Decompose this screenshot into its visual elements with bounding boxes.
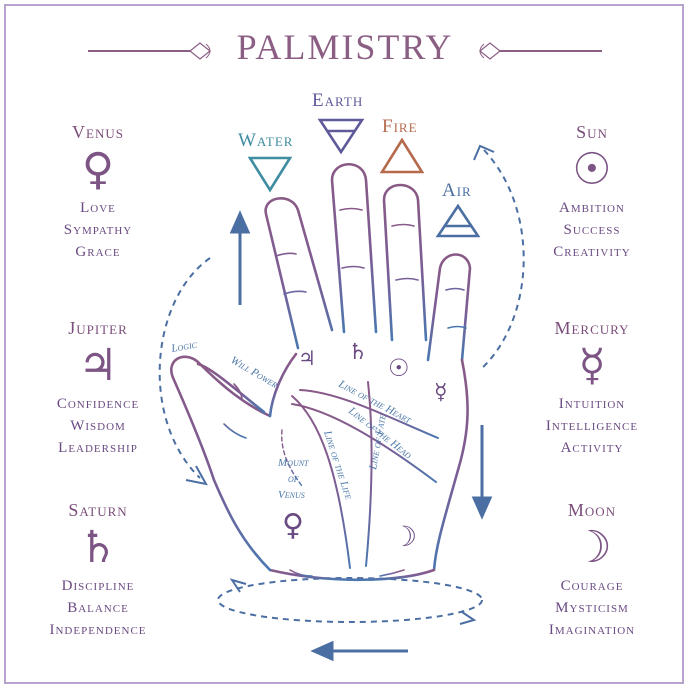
arrowhead-left-bottom-icon xyxy=(185,465,208,486)
earth-triangle-icon xyxy=(317,118,365,155)
mercury-trait-2: Intelligence xyxy=(545,418,639,434)
saturn-trait-2: Balance xyxy=(67,600,129,616)
moon-trait-3: Imagination xyxy=(548,622,636,638)
dashed-circular-arrow-left xyxy=(158,257,211,479)
mercury-name: Mercury xyxy=(554,318,630,338)
title-ornament-left xyxy=(88,42,211,60)
dashed-circular-arrow-right xyxy=(479,149,525,371)
jupiter-trait-3: Leadership xyxy=(58,440,138,456)
border-frame xyxy=(4,4,684,684)
earth-label: Earth xyxy=(312,90,364,111)
moon-mount-icon: ☽ xyxy=(392,520,418,553)
left-arrow-icon xyxy=(310,640,408,662)
mount-of-label: of xyxy=(288,473,299,485)
jupiter-name: Jupiter xyxy=(68,318,128,338)
mercury-trait-1: Intuition xyxy=(558,396,626,412)
mercury-trait-3: Activity xyxy=(560,440,624,456)
hand-outline xyxy=(170,163,472,582)
mercury-mount-icon: ☿ xyxy=(434,380,448,405)
sun-trait-3: Creativity xyxy=(553,244,631,260)
arrowhead-bottom-right-icon xyxy=(459,611,477,625)
up-arrow-icon xyxy=(229,210,251,305)
saturn-mount-icon: ♄ xyxy=(348,340,368,365)
down-arrow-icon xyxy=(471,425,493,520)
fire-triangle-icon xyxy=(379,137,425,174)
sun-name: Sun xyxy=(576,122,608,142)
venus-trait-3: Grace xyxy=(75,244,121,260)
sun-trait-2: Success xyxy=(563,222,621,238)
page-title: PALMISTRY xyxy=(236,27,454,67)
arrowhead-right-top-icon xyxy=(473,144,495,161)
mount-label: Mount xyxy=(277,457,309,469)
moon-trait-1: Courage xyxy=(560,578,624,594)
saturn-trait-3: Independence xyxy=(49,622,147,638)
moon-name: Moon xyxy=(567,500,617,520)
sun-symbol-icon: ☉ xyxy=(572,144,612,195)
logic-label: Logic xyxy=(169,339,198,356)
sun-block: Sun ☉ Ambition Success Creativity xyxy=(512,122,672,263)
jupiter-trait-1: Confidence xyxy=(56,396,140,412)
venus-trait-2: Sympathy xyxy=(63,222,133,238)
mercury-symbol-icon: ☿ xyxy=(578,340,606,391)
venus-name: Venus xyxy=(72,122,124,142)
line-heart-label: Line of the Heart xyxy=(336,378,414,427)
jupiter-block: Jupiter ♃ Confidence Wisdom Leadership xyxy=(18,318,178,459)
moon-block: Moon ☽ Courage Mysticism Imagination xyxy=(512,500,672,641)
jupiter-symbol-icon: ♃ xyxy=(78,340,118,391)
water-label: Water xyxy=(238,130,294,151)
title-ornament-right xyxy=(479,42,602,60)
saturn-block: Saturn ♄ Discipline Balance Independence xyxy=(18,500,178,641)
mercury-block: Mercury ☿ Intuition Intelligence Activit… xyxy=(512,318,672,459)
air-label: Air xyxy=(442,180,472,201)
jupiter-trait-2: Wisdom xyxy=(70,418,126,434)
venus-symbol-icon: ♀ xyxy=(81,144,115,195)
water-triangle-icon xyxy=(247,156,293,193)
moon-symbol-icon: ☽ xyxy=(572,522,612,573)
saturn-symbol-icon: ♄ xyxy=(78,522,118,573)
dashed-ellipse-arrow-bottom xyxy=(217,577,483,623)
venus-mount-icon: ♀ xyxy=(282,508,304,543)
sun-mount-icon: ☉ xyxy=(388,354,410,382)
arrowhead-bottom-left-icon xyxy=(229,578,247,593)
venus-trait-1: Love xyxy=(80,200,116,216)
mount-venus-label: Venus xyxy=(278,489,305,501)
venus-block: Venus ♀ Love Sympathy Grace xyxy=(18,122,178,263)
saturn-trait-1: Discipline xyxy=(61,578,135,594)
saturn-name: Saturn xyxy=(68,500,128,520)
sun-trait-1: Ambition xyxy=(559,200,625,216)
jupiter-mount-icon: ♃ xyxy=(298,346,316,370)
fire-label: Fire xyxy=(382,116,418,137)
moon-trait-2: Mysticism xyxy=(555,600,629,616)
air-triangle-icon xyxy=(435,203,481,238)
